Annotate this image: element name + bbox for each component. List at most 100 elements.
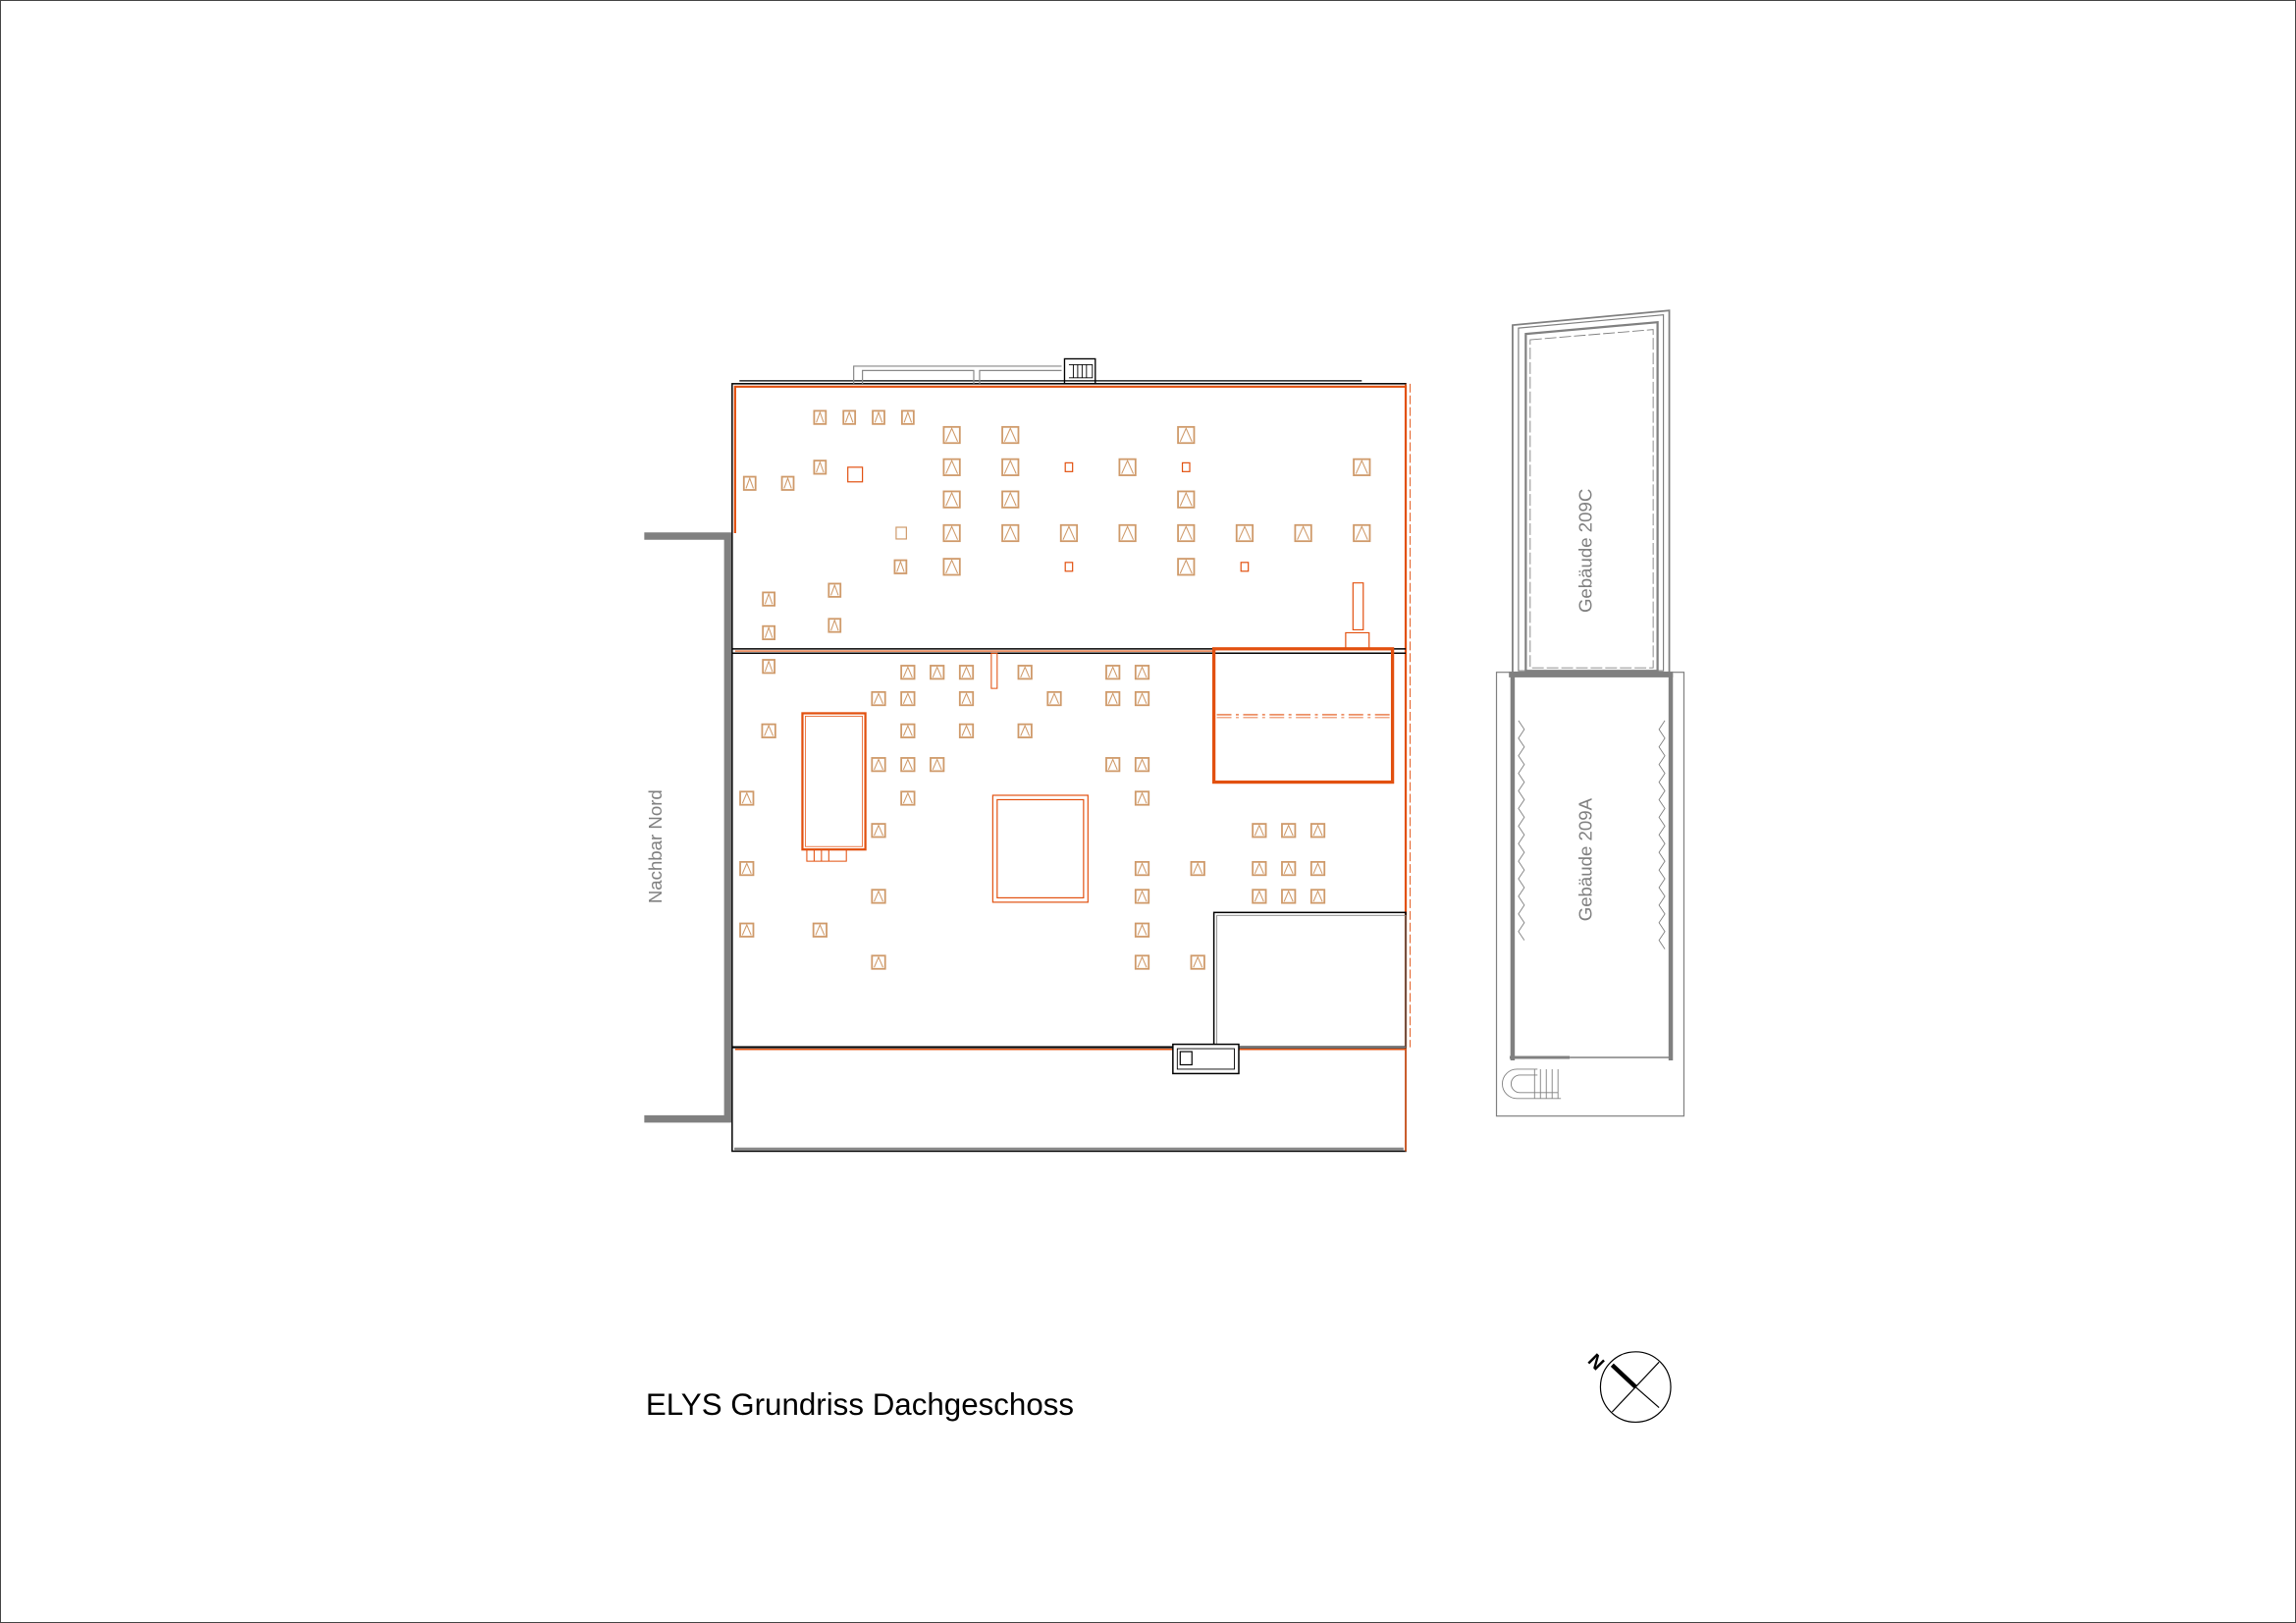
central-skylight bbox=[991, 794, 1089, 903]
skylight bbox=[1252, 860, 1267, 877]
skylights bbox=[739, 409, 1371, 970]
skylight-mark bbox=[1107, 691, 1118, 704]
skylight-mark bbox=[745, 476, 754, 489]
skylight-mark bbox=[1049, 691, 1059, 704]
skylight bbox=[1134, 954, 1150, 970]
skylight-mark bbox=[830, 583, 839, 596]
main-building bbox=[731, 357, 1411, 1153]
skylight-mark bbox=[1020, 666, 1031, 678]
skylight-mark bbox=[961, 724, 972, 736]
neighbor-label: Nachbar Nord bbox=[645, 789, 666, 903]
skylight bbox=[1353, 523, 1371, 543]
skylight-mark bbox=[1179, 491, 1193, 507]
skylight-mark bbox=[1137, 691, 1148, 704]
skylight bbox=[942, 458, 961, 476]
skylight-mark bbox=[902, 791, 913, 804]
skylight-mark bbox=[1193, 955, 1203, 968]
skylight-mark bbox=[945, 491, 959, 507]
skylight-mark bbox=[945, 559, 959, 574]
skylight bbox=[900, 790, 916, 806]
skylight-mark bbox=[932, 758, 942, 771]
north-arrow-icon: N bbox=[1583, 1350, 1672, 1424]
roof-hatch bbox=[1172, 1043, 1240, 1075]
skylight bbox=[1118, 523, 1137, 543]
skylight bbox=[1309, 860, 1326, 877]
orange-shaft bbox=[801, 712, 867, 851]
skylight-mark bbox=[1137, 890, 1148, 902]
skylight bbox=[1281, 823, 1297, 839]
skylight-mark bbox=[830, 619, 839, 631]
skylight-mark bbox=[1283, 824, 1294, 837]
skylight-mark bbox=[902, 666, 913, 678]
skylight-mark bbox=[741, 862, 752, 875]
skylight-mark bbox=[764, 592, 774, 605]
skylight-mark bbox=[1137, 791, 1148, 804]
skylight-mark bbox=[1121, 524, 1135, 540]
skylight-mark bbox=[1254, 890, 1264, 902]
skylight bbox=[942, 425, 961, 445]
skylight-mark bbox=[1283, 862, 1294, 875]
skylight-mark bbox=[932, 666, 942, 678]
skylight bbox=[900, 665, 916, 680]
skylight-mark bbox=[1003, 427, 1017, 442]
roof-vent bbox=[847, 466, 864, 483]
skylight bbox=[1309, 889, 1326, 904]
skylight bbox=[1001, 425, 1020, 445]
skylight-mark bbox=[874, 691, 883, 704]
skylight bbox=[1134, 665, 1150, 680]
skylight-mark bbox=[816, 460, 825, 473]
skylight bbox=[871, 823, 886, 839]
skylight-mark bbox=[902, 691, 913, 704]
skylight bbox=[1252, 823, 1267, 839]
skylight bbox=[1190, 954, 1205, 970]
skylight bbox=[739, 790, 755, 806]
skylight-mark bbox=[1137, 923, 1148, 936]
skylight-mark bbox=[902, 724, 913, 736]
skylight-mark bbox=[945, 524, 959, 540]
skylight-mark bbox=[1179, 427, 1193, 442]
skylight-mark bbox=[764, 659, 774, 673]
skylight-mark bbox=[874, 955, 883, 968]
building-209a-label: Gebäude 209A bbox=[1575, 797, 1595, 921]
skylight bbox=[1134, 860, 1150, 877]
skylight-mark bbox=[1312, 824, 1323, 837]
skylight-mark bbox=[764, 625, 774, 638]
skylight bbox=[1134, 922, 1150, 938]
skylight bbox=[1134, 790, 1150, 806]
skylight bbox=[930, 757, 945, 773]
skylight-mark bbox=[1137, 955, 1148, 968]
skylight bbox=[1134, 757, 1150, 773]
vent bbox=[1181, 461, 1191, 472]
skylight bbox=[1281, 860, 1297, 877]
skylight bbox=[942, 523, 961, 543]
skylight bbox=[1309, 823, 1326, 839]
skylight-mark bbox=[816, 410, 825, 423]
skylight bbox=[1001, 523, 1020, 543]
skylight bbox=[1105, 757, 1121, 773]
building-209a bbox=[1495, 671, 1685, 1117]
skylight-mark bbox=[1137, 758, 1148, 771]
skylight bbox=[1190, 860, 1205, 877]
skylight bbox=[1177, 558, 1196, 576]
skylight bbox=[871, 954, 886, 970]
skylight-mark bbox=[945, 427, 959, 442]
skylight-mark bbox=[1121, 459, 1135, 474]
skylight bbox=[1177, 425, 1196, 445]
skylight bbox=[812, 922, 828, 938]
skylight-mark bbox=[1283, 890, 1294, 902]
skylight-mark bbox=[945, 459, 959, 474]
skylight-mark bbox=[741, 923, 752, 936]
skylight-mark bbox=[1107, 666, 1118, 678]
skylight-mark bbox=[902, 758, 913, 771]
vent bbox=[1064, 461, 1074, 472]
skylight bbox=[1281, 889, 1297, 904]
skylight bbox=[930, 665, 945, 680]
skylight-mark bbox=[1254, 862, 1264, 875]
skylight bbox=[1235, 523, 1255, 543]
skylight-mark bbox=[1020, 724, 1031, 736]
stair-top bbox=[1063, 357, 1096, 385]
drawing-title: ELYS Grundriss Dachgeschoss bbox=[646, 1387, 1074, 1422]
skylight-mark bbox=[1254, 824, 1264, 837]
skylight-mark bbox=[874, 824, 883, 837]
skylight-mark bbox=[1003, 524, 1017, 540]
